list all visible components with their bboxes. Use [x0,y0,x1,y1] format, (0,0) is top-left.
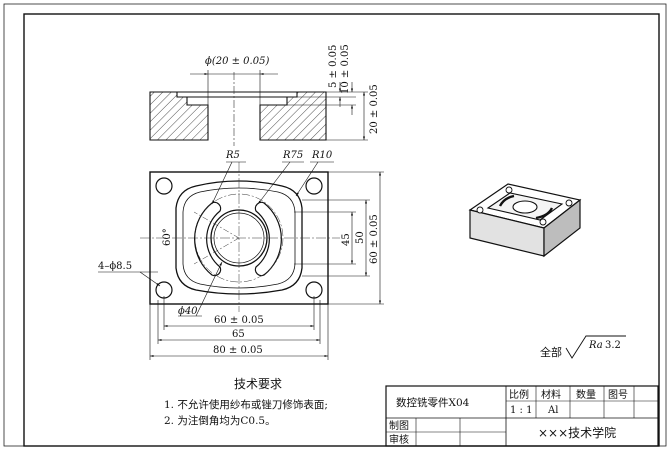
tb-drawn: 制图 [389,419,409,432]
dim-5-label: 5 ± 0.05 [328,45,339,88]
label-65: 65 [232,329,245,340]
iso-hole [476,206,484,214]
tb-part-name: 数控铣零件X04 [396,396,470,409]
tech-requirements: 技术要求 1. 不允许使用纱布或锉刀修饰表面; 2. 为注倒角均为C0.5。 [164,377,328,427]
pocket-outline [175,180,303,295]
iso-hole [539,218,547,226]
iso-hole [505,186,513,194]
surface-finish-symbol: 全部 Ra 3.2 [540,335,626,359]
label-dia40: ϕ40 [178,306,198,317]
corner-hole-tr [305,177,323,195]
label-60deg: 60° [162,228,173,246]
label-holes: 4–ϕ8.5 [98,261,132,272]
tb-header-material: 材料 [541,388,561,401]
tb-school: ×××技术学院 [538,425,616,440]
iso-hole [565,199,573,207]
slot-left [194,201,222,277]
isometric-view [468,183,582,258]
tb-header-scale: 比例 [509,388,529,401]
corner-hole-tl [155,177,173,195]
leader-r75 [257,161,291,205]
corner-hole-br [305,281,323,299]
tech-title: 技术要求 [234,377,282,391]
surface-finish-prefix: 全部 [540,345,562,359]
dim-dia20-label: ϕ(20 ± 0.05) [205,56,269,67]
label-r5: R5 [225,150,240,161]
iso-slot-left [498,194,515,207]
label-60h: 60 ± 0.05 [214,315,264,326]
title-block [385,385,659,447]
iso-slot-right [535,207,554,220]
angle-ray [193,237,240,265]
plan-view: R5 R75 R10 60° 4–ϕ8.5 ϕ40 45 50 60 ± 0.0… [98,150,384,360]
label-45: 45 [341,233,352,246]
tb-scale-value: 1 : 1 [510,405,532,416]
iso-bore [512,200,538,214]
tb-material-value: Al [547,405,558,416]
tech-item-2: 2. 为注倒角均为C0.5。 [164,414,276,427]
dim-20-label: 20 ± 0.05 [369,84,380,134]
ra-value: 3.2 [605,340,621,351]
angle-ray [193,211,240,239]
slot-right [254,201,282,277]
section-hatch-body-right [259,91,327,141]
leader-r5 [211,161,233,205]
leader-dia40 [195,261,223,317]
roughness-check-icon [565,335,626,359]
label-80: 80 ± 0.05 [213,345,263,356]
pocket-inner [182,187,296,289]
ra-label: Ra [588,340,603,351]
label-60v: 60 ± 0.05 [369,214,380,264]
leader-holes [139,271,161,287]
section-hatch-body [149,91,209,141]
dim-10-label: 10 ± 0.05 [340,44,351,94]
label-r10: R10 [311,150,333,161]
label-r75: R75 [282,150,303,161]
tb-checked: 审核 [389,433,409,446]
section-view: ϕ(20 ± 0.05) 5 ± 0.05 10 ± 0.05 20 ± 0.0… [149,44,380,146]
angle-arc [194,216,201,260]
label-50: 50 [355,231,366,244]
inner-border [23,13,660,447]
iso-side-face [543,198,581,258]
tech-item-1: 1. 不允许使用纱布或锉刀修饰表面; [164,398,328,411]
tb-header-qty: 数量 [576,388,596,401]
leader-r10 [295,161,319,197]
tb-header-drawing-no: 图号 [608,389,628,401]
corner-hole-bl [155,281,173,299]
